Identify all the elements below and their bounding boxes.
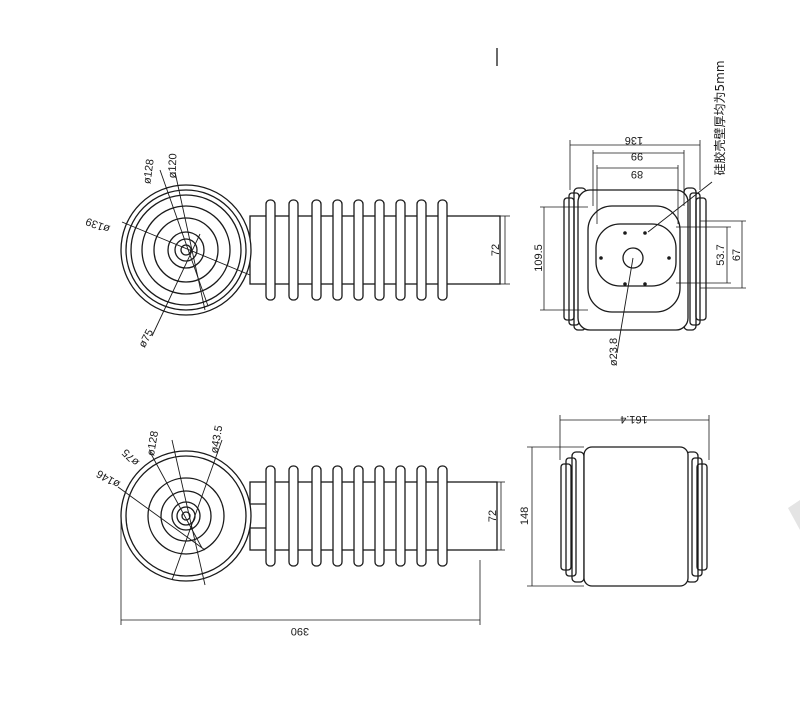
label-h53-7: 53.7	[715, 244, 727, 265]
shed-rib	[395, 199, 406, 301]
leader-d139	[121, 221, 251, 276]
label-w99: 99	[631, 150, 643, 162]
label-h72: 72	[490, 244, 502, 256]
leader-note	[647, 181, 713, 233]
side-pin-5	[643, 282, 647, 286]
label-d139: ø139	[84, 215, 112, 235]
top-view-circle-128	[125, 189, 247, 311]
shed-rib	[311, 199, 322, 301]
top-view-circle-core	[174, 238, 198, 262]
label-d128: ø128	[141, 158, 156, 185]
top-view-circle-120	[130, 194, 242, 306]
side-fin-right-1	[695, 197, 707, 321]
end-fin-right-2	[691, 457, 703, 577]
label-d43-5: ø43.5	[209, 425, 226, 455]
end-fin-left-2	[565, 457, 577, 577]
leader-d23-8	[616, 257, 634, 354]
side-pin-4	[623, 282, 627, 286]
leader-d146	[117, 486, 206, 551]
shed-rib	[395, 465, 406, 567]
shed-rib	[374, 465, 385, 567]
shed-rib	[332, 199, 343, 301]
leader-d128	[159, 169, 209, 307]
leader-d43-5	[171, 439, 223, 581]
leader-d120	[174, 171, 206, 311]
bottom-view-tube	[249, 481, 498, 551]
top-view-circle-inner	[141, 205, 231, 295]
bottom-view: ø146 ø75 ø128 ø43.5 72 390	[95, 425, 505, 637]
shed-rib	[437, 199, 448, 301]
shed-rib	[374, 199, 385, 301]
bottom-view-outer-circle	[120, 450, 252, 582]
label-w161-4: 161.4	[620, 413, 648, 425]
label-d75: ø75	[137, 327, 157, 349]
end-body	[583, 446, 689, 587]
side-pin-3	[643, 231, 647, 235]
bottom-view-circle-128	[125, 455, 247, 577]
shed-rib	[332, 465, 343, 567]
label-d128b: ø128	[145, 430, 161, 457]
side-body-inner	[587, 205, 681, 313]
shed-rib	[288, 199, 299, 301]
top-view-circle-75	[167, 231, 205, 269]
label-d75b: ø75	[120, 446, 142, 468]
side-pin-1	[599, 256, 603, 260]
side-center-hole	[622, 247, 644, 269]
shed-rib	[311, 465, 322, 567]
side-fin-right-2	[689, 192, 701, 326]
shed-rib	[265, 199, 276, 301]
label-w136: 136	[625, 134, 643, 146]
side-pin-2	[623, 231, 627, 235]
top-view-ribs	[265, 199, 448, 301]
edge-artifact	[788, 500, 800, 530]
end-view: 161.4 148	[519, 413, 710, 587]
top-view: ø139 ø128 ø120 ø75 72	[84, 153, 510, 350]
end-fin-left-3	[571, 451, 585, 583]
side-view: 136 99 89 109.5 53.7 67 ø23.8 硅胶壳壁厚均为5mm	[533, 60, 746, 366]
side-window	[595, 223, 677, 287]
label-d23-8: ø23.8	[608, 338, 620, 366]
shed-rib	[265, 465, 276, 567]
shed-rib	[353, 199, 364, 301]
shed-rib	[416, 465, 427, 567]
top-view-outer-circle	[120, 184, 252, 316]
label-h148: 148	[519, 507, 531, 525]
label-h72b: 72	[487, 510, 499, 522]
label-w390: 390	[291, 625, 309, 637]
leader-d75	[151, 233, 201, 337]
side-pin-6	[667, 256, 671, 260]
bottom-view-circle-75	[147, 477, 225, 555]
top-view-circle-mid	[153, 217, 219, 283]
shed-rib	[437, 465, 448, 567]
label-d146: ø146	[95, 467, 123, 490]
shed-rib	[353, 465, 364, 567]
leader-d128b	[171, 439, 206, 586]
label-h67: 67	[731, 249, 743, 261]
shed-rib	[416, 199, 427, 301]
bottom-view-ribs	[265, 465, 448, 567]
label-h109-5: 109.5	[533, 244, 545, 272]
bottom-view-circle-hole	[181, 511, 191, 521]
label-d120: ø120	[167, 153, 180, 178]
label-w89: 89	[631, 168, 643, 180]
note-wall-thickness: 硅胶壳壁厚均为5mm	[712, 60, 727, 175]
shed-rib	[288, 465, 299, 567]
